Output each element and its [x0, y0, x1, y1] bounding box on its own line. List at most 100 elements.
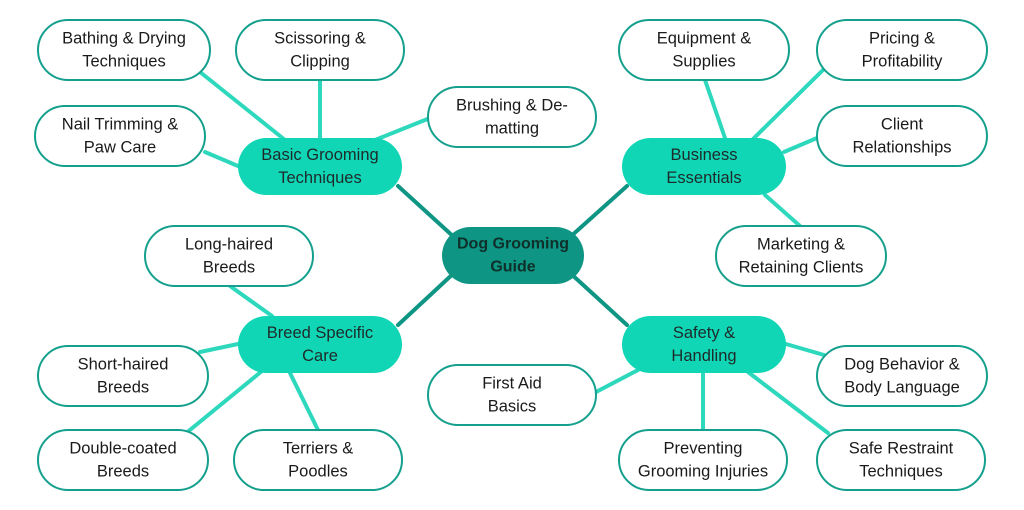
branch-node-2-label-line-2: Essentials	[666, 169, 741, 187]
center-connector-3	[396, 270, 457, 327]
branch-node-3-label-line-2: Care	[302, 347, 338, 365]
leaf-node-1-4: Nail Trimming & Paw Care	[34, 105, 206, 167]
leaf-node-2-4-shape	[715, 225, 887, 287]
leaf-node-1-3: Brushing & De-matting	[427, 86, 597, 148]
leaf-node-2-3-label-line-2: Relationships	[852, 139, 951, 157]
center-connector-2	[567, 184, 629, 240]
leaf-node-1-3-shape	[427, 86, 597, 148]
leaf-node-3-4-shape	[233, 429, 403, 491]
leaf-connector-1-3	[373, 116, 432, 142]
leaf-node-3-3-label-line-1: Double-coated	[69, 440, 176, 458]
leaf-connector-2-1	[703, 78, 727, 140]
center-connector-1	[396, 184, 457, 240]
leaf-node-4-1-shape	[427, 364, 597, 426]
branch-node-1-shape	[238, 138, 402, 195]
leaf-node-4-1-label-line-1: First Aid	[482, 375, 542, 393]
leaf-node-2-1: Equipment & Supplies	[618, 19, 790, 81]
leaf-connector-2-2	[750, 66, 827, 142]
leaf-node-4-2-label-line-2: Body Language	[844, 379, 960, 397]
leaf-connector-2-4	[763, 193, 802, 228]
leaf-node-1-1-shape	[37, 19, 211, 81]
leaf-node-2-2-label-line-2: Profitability	[862, 53, 943, 71]
branch-node-1-label-line-2: Techniques	[278, 169, 361, 187]
leaf-node-4-1-label-line-2: Basics	[488, 398, 537, 416]
leaf-node-4-3-label-line-1: Preventing	[664, 440, 743, 458]
leaf-connector-1-1	[193, 66, 287, 142]
leaf-connector-2-3	[782, 136, 819, 154]
branch-node-3-label-line-1: Breed Specific	[267, 324, 373, 342]
leaf-connector-1-4	[203, 150, 240, 168]
leaf-node-4-2: Dog Behavior & Body Language	[816, 345, 988, 407]
leaf-connector-3-3	[183, 369, 264, 436]
branch-node-1-label-line-1: Basic Grooming	[261, 146, 378, 164]
leaf-node-2-1-shape	[618, 19, 790, 81]
leaf-node-2-1-label-line-1: Equipment &	[657, 30, 751, 48]
leaf-node-4-4-shape	[816, 429, 986, 491]
center-node-label-line-1: Dog Grooming	[457, 236, 569, 253]
leaf-node-2-2-label-line-1: Pricing &	[869, 30, 935, 48]
leaf-connector-3-1	[228, 284, 274, 318]
leaf-node-2-2-shape	[816, 19, 988, 81]
leaf-connector-3-4	[288, 371, 320, 432]
branch-node-2-label-line-1: Business	[671, 146, 738, 164]
leaf-node-4-3-shape	[618, 429, 788, 491]
leaf-node-1-3-label-line-2: matting	[485, 120, 539, 138]
leaf-node-4-4-label-line-1: Safe Restraint	[849, 440, 954, 458]
leaf-node-4-3-label-line-2: Grooming Injuries	[638, 463, 768, 481]
leaf-node-1-4-label-line-2: Paw Care	[84, 139, 156, 157]
connector-layer	[183, 66, 830, 436]
leaf-connector-4-1	[594, 368, 640, 394]
branch-node-2-shape	[622, 138, 786, 195]
leaf-node-3-2-label-line-2: Breeds	[97, 379, 149, 397]
leaf-node-2-3-shape	[816, 105, 988, 167]
leaf-node-3-4: Terriers & Poodles	[233, 429, 403, 491]
branch-node-4-label-line-2: Handling	[671, 347, 736, 365]
leaf-node-1-2-label-line-2: Clipping	[290, 53, 350, 71]
leaf-node-2-3-label-line-1: Client	[881, 116, 924, 134]
leaf-node-2-4-label-line-1: Marketing &	[757, 236, 845, 254]
leaf-node-3-1-label-line-1: Long-haired	[185, 236, 273, 254]
leaf-node-3-1-label-line-2: Breeds	[203, 259, 255, 277]
leaf-node-3-3-shape	[37, 429, 209, 491]
leaf-node-1-2-label-line-1: Scissoring &	[274, 30, 366, 48]
center-node-shape	[442, 227, 584, 284]
leaf-connector-3-2	[198, 342, 240, 354]
leaf-node-4-4-label-line-2: Techniques	[859, 463, 942, 481]
leaf-node-1-1-label-line-2: Techniques	[82, 53, 165, 71]
leaf-node-3-1-shape	[144, 225, 314, 287]
leaf-node-2-4-label-line-2: Retaining Clients	[739, 259, 864, 277]
leaf-node-3-4-label-line-2: Poodles	[288, 463, 348, 481]
leaf-node-3-2-label-line-1: Short-haired	[78, 356, 169, 374]
leaf-node-3-4-label-line-1: Terriers &	[283, 440, 354, 458]
leaf-node-1-2-shape	[235, 19, 405, 81]
leaf-node-2-4: Marketing & Retaining Clients	[715, 225, 887, 287]
leaf-node-4-2-label-line-1: Dog Behavior &	[844, 356, 960, 374]
leaf-node-1-4-label-line-1: Nail Trimming &	[62, 116, 178, 134]
branch-node-4-shape	[622, 316, 786, 373]
leaf-connector-4-4	[746, 370, 830, 435]
branch-node-3-shape	[238, 316, 402, 373]
leaf-node-2-1-label-line-2: Supplies	[672, 53, 735, 71]
branch-node-4-label-line-1: Safety &	[673, 324, 735, 342]
leaf-node-2-2: Pricing & Profitability	[816, 19, 988, 81]
center-connector-4	[567, 270, 629, 327]
leaf-node-1-4-shape	[34, 105, 206, 167]
leaf-node-4-2-shape	[816, 345, 988, 407]
center-node-label-line-2: Guide	[490, 259, 535, 276]
leaf-node-1-2: Scissoring & Clipping	[235, 19, 405, 81]
leaf-connector-4-2	[784, 342, 826, 357]
leaf-node-3-2-shape	[37, 345, 209, 407]
